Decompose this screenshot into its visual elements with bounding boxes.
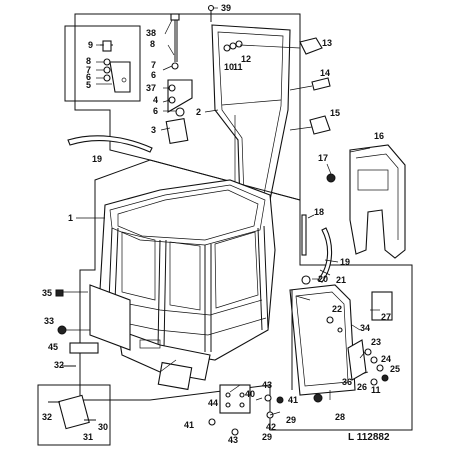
callout-44: 44 (208, 398, 218, 408)
cab-section-outline (79, 159, 413, 431)
callout-10: 10 (224, 62, 234, 72)
callout-43: 43 (262, 380, 272, 390)
callout-29: 29 (286, 415, 296, 425)
callout-31: 31 (83, 432, 93, 442)
callout-28: 28 (335, 412, 345, 422)
callout-5: 5 (86, 80, 91, 90)
callout-9: 9 (88, 40, 93, 50)
door-hinge-part (165, 79, 193, 145)
plate-detail-inset (37, 384, 111, 446)
callout-16: 16 (374, 131, 384, 141)
hinge-detail-inset (64, 25, 141, 102)
right-door-part (289, 275, 356, 396)
callout-21: 21 (336, 275, 346, 285)
callout-33: 33 (44, 316, 54, 326)
callout-32: 32 (54, 360, 64, 370)
callout-11: 11 (233, 62, 243, 72)
callout-24: 24 (381, 354, 391, 364)
callout-1: 1 (68, 213, 73, 223)
callout-19: 19 (340, 257, 350, 267)
callout-11: 11 (371, 385, 381, 395)
callout-25: 25 (390, 364, 400, 374)
callout-8: 8 (86, 56, 91, 66)
rear-panel-part (326, 144, 406, 259)
top-pin-part (207, 4, 215, 22)
callout-3: 3 (151, 125, 156, 135)
callout-41: 41 (184, 420, 194, 430)
callout-22: 22 (332, 304, 342, 314)
callout-42: 42 (266, 422, 276, 432)
callout-30: 30 (98, 422, 108, 432)
callout-19: 19 (92, 154, 102, 164)
callout-4: 4 (153, 95, 158, 105)
callout-12: 12 (241, 54, 251, 64)
callout-7: 7 (151, 60, 156, 70)
callout-38: 38 (146, 28, 156, 38)
trim-strip-part (301, 214, 307, 256)
callout-36: 36 (342, 377, 352, 387)
callout-8: 8 (150, 39, 155, 49)
callout-15: 15 (330, 108, 340, 118)
callout-6: 6 (151, 70, 156, 80)
callout-29: 29 (262, 432, 272, 442)
callout-14: 14 (320, 68, 330, 78)
callout-32: 32 (42, 412, 52, 422)
nameplate-part (69, 342, 99, 354)
callout-23: 23 (371, 337, 381, 347)
callout-39: 39 (221, 3, 231, 13)
callout-41: 41 (288, 395, 298, 405)
small-handle-part (311, 77, 331, 91)
callout-20: 20 (318, 274, 328, 284)
latch-assembly-part (347, 339, 389, 386)
callout-13: 13 (322, 38, 332, 48)
plate-part (58, 394, 90, 430)
door-glass-part (211, 24, 291, 206)
callout-18: 18 (314, 207, 324, 217)
grommet-part (57, 325, 67, 335)
callout-26: 26 (357, 382, 367, 392)
seal-strip-part (67, 135, 153, 153)
callout-17: 17 (318, 153, 328, 163)
leader-lines (62, 7, 380, 416)
door-handle-part (371, 291, 393, 321)
callout-27: 27 (381, 312, 391, 322)
hinge-bracket-part (96, 40, 131, 93)
callout-2: 2 (196, 107, 201, 117)
handle-part (299, 37, 323, 55)
callout-6: 6 (86, 72, 91, 82)
plug-part (55, 289, 64, 297)
cab-frame-part (99, 179, 276, 381)
side-panel-part (89, 284, 131, 351)
callout-40: 40 (245, 389, 255, 399)
drawing-reference-number: L 112882 (348, 432, 390, 443)
callout-34: 34 (360, 323, 370, 333)
callout-6: 6 (153, 106, 158, 116)
callout-37: 37 (146, 83, 156, 93)
callout-45: 45 (48, 342, 58, 352)
latch-part (309, 115, 331, 135)
hose-part (317, 227, 333, 283)
callout-43: 43 (228, 435, 238, 445)
callout-7: 7 (86, 65, 91, 75)
lower-bracket-parts (157, 361, 323, 436)
callout-35: 35 (42, 288, 52, 298)
upper-assembly-outline (74, 13, 301, 201)
long-bolt-part (170, 13, 180, 70)
